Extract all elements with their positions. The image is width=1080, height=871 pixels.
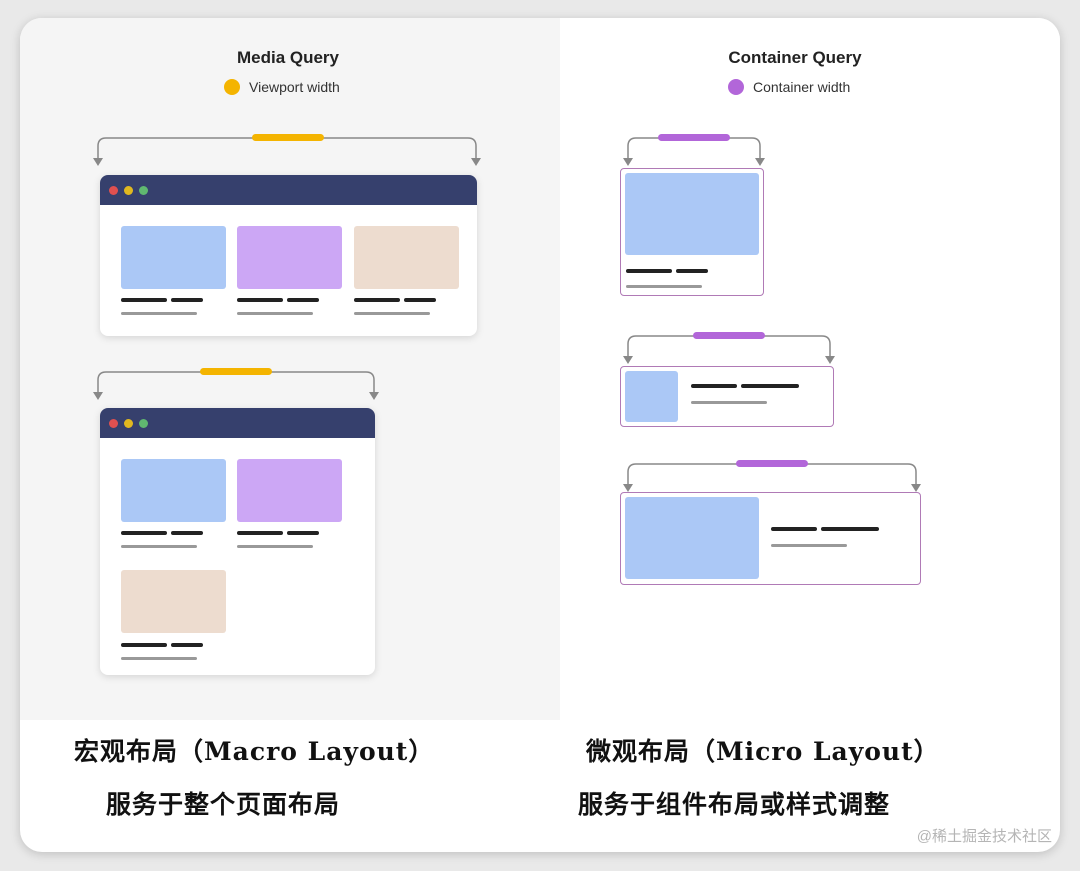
text-line (354, 312, 430, 315)
watermark: @稀土掘金技术社区 (916, 828, 1052, 845)
content-card-violet (237, 226, 342, 289)
viewport-width-arrow-wide (93, 134, 481, 166)
text-line (121, 545, 197, 548)
viewport-width-label: Viewport width (249, 79, 340, 95)
content-card-blue (625, 173, 759, 255)
text-line (691, 401, 767, 404)
content-card-peach (121, 570, 226, 633)
container-width-arrow-medium (623, 332, 835, 364)
text-line (237, 531, 283, 535)
content-card-blue (625, 371, 678, 422)
browser-window-wide (100, 175, 477, 336)
content-card-peach (354, 226, 459, 289)
viewport-width-legend: Viewport width (224, 79, 340, 95)
content-card-blue (121, 226, 226, 289)
text-line (171, 531, 203, 535)
container-query-panel: Container Query Container width (560, 18, 1060, 720)
close-dot-icon (109, 185, 118, 195)
diagram-card: Media Query Viewport width (20, 18, 1060, 852)
content-card-blue (121, 459, 226, 522)
container-width-legend: Container width (728, 79, 850, 95)
maximize-dot-icon (139, 418, 148, 428)
text-line (121, 643, 167, 647)
container-card-vertical (620, 168, 764, 296)
text-line (171, 298, 203, 302)
text-line (287, 298, 319, 302)
text-line (626, 269, 672, 273)
text-line (287, 531, 319, 535)
text-line (821, 527, 879, 531)
content-card-blue (625, 497, 759, 579)
browser-window-narrow (100, 408, 375, 675)
window-titlebar (100, 175, 477, 205)
media-query-title: Media Query (236, 48, 340, 67)
purple-dot-icon (728, 79, 744, 95)
container-width-label: Container width (753, 79, 851, 95)
container-query-title: Container Query (728, 48, 862, 67)
container-card-horizontal-medium (620, 366, 834, 427)
content-card-violet (237, 459, 342, 522)
container-width-arrow-small (623, 134, 765, 166)
text-line (237, 312, 313, 315)
minimize-dot-icon (124, 185, 133, 195)
media-query-panel: Media Query Viewport width (20, 18, 560, 720)
text-line (771, 544, 847, 547)
text-line (354, 298, 400, 302)
text-line (771, 527, 817, 531)
maximize-dot-icon (139, 185, 148, 195)
text-line (404, 298, 436, 302)
window-titlebar (100, 408, 375, 438)
text-line (121, 312, 197, 315)
container-width-arrow-large (623, 460, 921, 492)
viewport-width-arrow-narrow (93, 368, 379, 400)
macro-layout-description: 服务于整个页面布局 (106, 790, 341, 819)
text-line (121, 298, 167, 302)
text-line (676, 269, 708, 273)
text-line (741, 384, 799, 388)
micro-layout-description: 服务于组件布局或样式调整 (578, 790, 891, 819)
text-line (237, 298, 283, 302)
minimize-dot-icon (124, 418, 133, 428)
micro-layout-caption: 微观布局（Micro Layout） (586, 737, 940, 766)
macro-layout-caption: 宏观布局（Macro Layout） (74, 737, 435, 766)
text-line (121, 531, 167, 535)
yellow-dot-icon (224, 79, 240, 95)
text-line (626, 285, 702, 288)
text-line (691, 384, 737, 388)
text-line (171, 643, 203, 647)
close-dot-icon (109, 418, 118, 428)
container-card-horizontal-large (620, 492, 921, 585)
text-line (121, 657, 197, 660)
text-line (237, 545, 313, 548)
